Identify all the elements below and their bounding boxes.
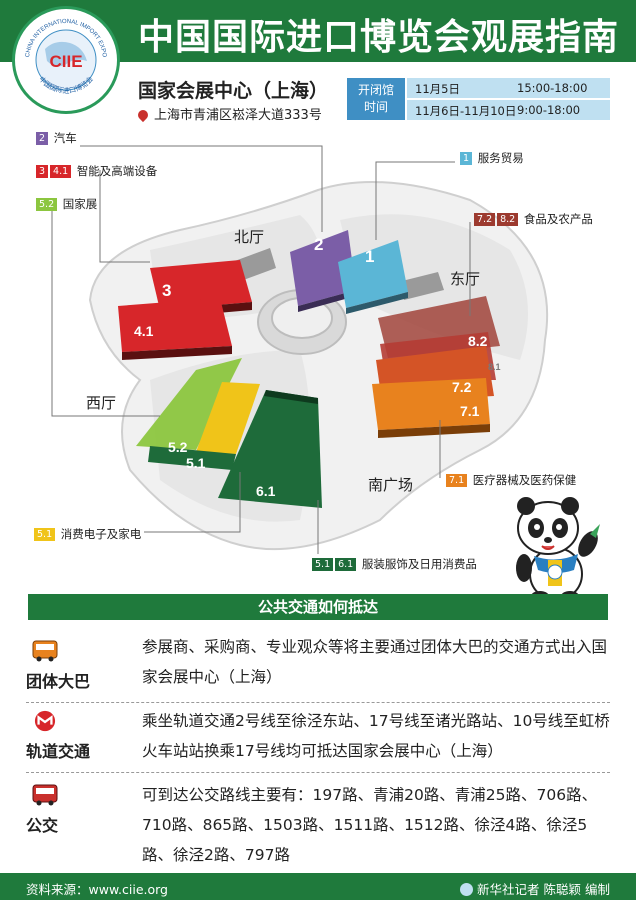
hours-label: 开闭馆 时间 — [347, 78, 405, 120]
legend-text: 消费电子及家电 — [60, 527, 142, 541]
hall-8-2-label: 8.2 — [468, 333, 488, 349]
legend-badge: 4.1 — [50, 165, 72, 178]
hall-5-2-label: 5.2 — [168, 439, 188, 455]
legend-electronics: 5.1 消费电子及家电 — [34, 526, 141, 542]
legend-badge: 5.1 — [34, 528, 56, 541]
transport-name: 公交 — [26, 816, 59, 835]
hall-4-label: 4.1 — [134, 323, 154, 339]
transport-description: 参展商、采购商、专业观众等将主要通过团体大巴的交通方式出入国家会展中心（上海） — [142, 638, 608, 686]
north-hall-label: 北厅 — [234, 228, 265, 246]
transport-item: 轨道交通 乘坐轨道交通2号线至徐泾东站、17号线至诸光路站、10号线至虹桥火车站… — [26, 706, 610, 770]
east-hall-label: 东厅 — [450, 270, 481, 288]
hall-6-1 — [218, 390, 322, 508]
legend-auto: 2 汽车 — [36, 130, 77, 146]
legend-text: 汽车 — [53, 131, 77, 145]
south-plaza-label: 南广场 — [368, 476, 414, 494]
legend-service: 1 服务贸易 — [460, 150, 524, 166]
hours-dates: 11月6日-11月10日 — [415, 104, 517, 118]
hall-6-1-label: 6.1 — [256, 483, 276, 499]
legend-text: 服装服饰及日用消费品 — [361, 557, 477, 571]
hall-7-2-label: 7.2 — [452, 379, 472, 395]
legend-text: 服务贸易 — [477, 151, 524, 165]
hours-time: 15:00-18:00 — [517, 81, 588, 95]
venue-address-text: 上海市青浦区崧泽大道333号 — [154, 108, 322, 123]
legend-badge: 5.1 — [312, 558, 334, 571]
hall-2-label: 2 — [314, 235, 323, 254]
transport-description: 乘坐轨道交通2号线至徐泾东站、17号线至诸光路站、10号线至虹桥火车站站换乘17… — [142, 712, 610, 760]
legend-national: 5.2 国家展 — [36, 196, 97, 212]
logo-text: CIIE — [49, 52, 82, 71]
hall-2 — [290, 230, 356, 312]
legend-text: 食品及农产品 — [523, 212, 593, 226]
xinhua-logo-icon — [460, 883, 474, 896]
divider — [26, 702, 610, 703]
transport-section-title: 公共交通如何抵达 — [28, 594, 608, 620]
author-credit-text: 新华社记者 陈聪颖 编制 — [477, 882, 610, 897]
hall-1-label: 1 — [365, 247, 374, 266]
transport-item: 团体大巴 参展商、采购商、专业观众等将主要通过团体大巴的交通方式出入国家会展中心… — [26, 630, 610, 698]
hours-row: 11月6日-11月10日 9:00-18:00 — [407, 100, 610, 120]
venue-address: 上海市青浦区崧泽大道333号 — [135, 104, 322, 123]
hours-time: 9:00-18:00 — [517, 103, 581, 117]
hall-1 — [338, 240, 408, 314]
transport-name: 轨道交通 — [26, 742, 91, 761]
legend-badge: 1 — [460, 152, 473, 165]
legend-text: 医疗器械及医药保健 — [472, 473, 577, 487]
legend-text: 智能及高端设备 — [76, 164, 158, 178]
venue-map: 2 1 3 4.1 8.2 8.1 7.2 7.1 5.2 5.1 6.1 — [51, 145, 549, 554]
page-title: 中国国际进口博览会观展指南 — [138, 17, 620, 58]
author-credit: 新华社记者 陈聪颖 编制 — [460, 879, 610, 898]
hall-5-1-label: 5.1 — [186, 455, 206, 471]
hours-row: 11月5日 15:00-18:00 — [407, 78, 610, 98]
panda-mascot-illustration — [516, 497, 600, 605]
hall-5-2 — [136, 358, 242, 450]
legend-text: 国家展 — [62, 197, 98, 211]
public-bus-icon — [32, 784, 58, 806]
hall-3-label: 3 — [162, 281, 171, 300]
transport-item: 公交 可到达公交路线主要有：197路、青浦20路、青浦25路、706路、710路… — [26, 778, 610, 870]
bus-icon — [32, 640, 58, 662]
metro-icon — [34, 710, 56, 732]
location-pin-icon — [135, 107, 151, 123]
legend-badge: 7.1 — [446, 474, 468, 487]
west-hall-label: 西厅 — [86, 394, 117, 412]
transport-description: 可到达公交路线主要有：197路、青浦20路、青浦25路、706路、710路、86… — [142, 786, 598, 864]
footer-bar: 资料来源：www.ciie.org 新华社记者 陈聪颖 编制 — [0, 873, 636, 900]
legend-badge: 2 — [36, 132, 49, 145]
source-credit: 资料来源：www.ciie.org — [26, 882, 168, 897]
legend-badge: 8.2 — [497, 213, 519, 226]
hall-8-1-label: 8.1 — [488, 362, 501, 372]
hall-7-1-label: 7.1 — [460, 403, 480, 419]
ciie-logo: CIIE CHINA INTERNATIONAL IMPORT EXPO 中国国… — [12, 6, 120, 114]
hall-4-1 — [118, 298, 232, 360]
hall-7-1 — [372, 378, 490, 438]
transport-name: 团体大巴 — [26, 672, 91, 691]
legend-badge: 5.2 — [36, 198, 58, 211]
legend-medical: 7.1 医疗器械及医药保健 — [446, 472, 576, 488]
venue-name: 国家会展中心（上海） — [138, 80, 329, 102]
legend-badge: 3 — [36, 165, 49, 178]
legend-badge: 7.2 — [474, 213, 496, 226]
hours-dates: 11月5日 — [415, 82, 460, 96]
hours-label-line1: 开闭馆 — [357, 83, 394, 97]
hall-5-1 — [148, 382, 260, 470]
divider — [26, 772, 610, 773]
legend-badge: 6.1 — [335, 558, 357, 571]
hours-label-line2: 时间 — [363, 100, 388, 114]
